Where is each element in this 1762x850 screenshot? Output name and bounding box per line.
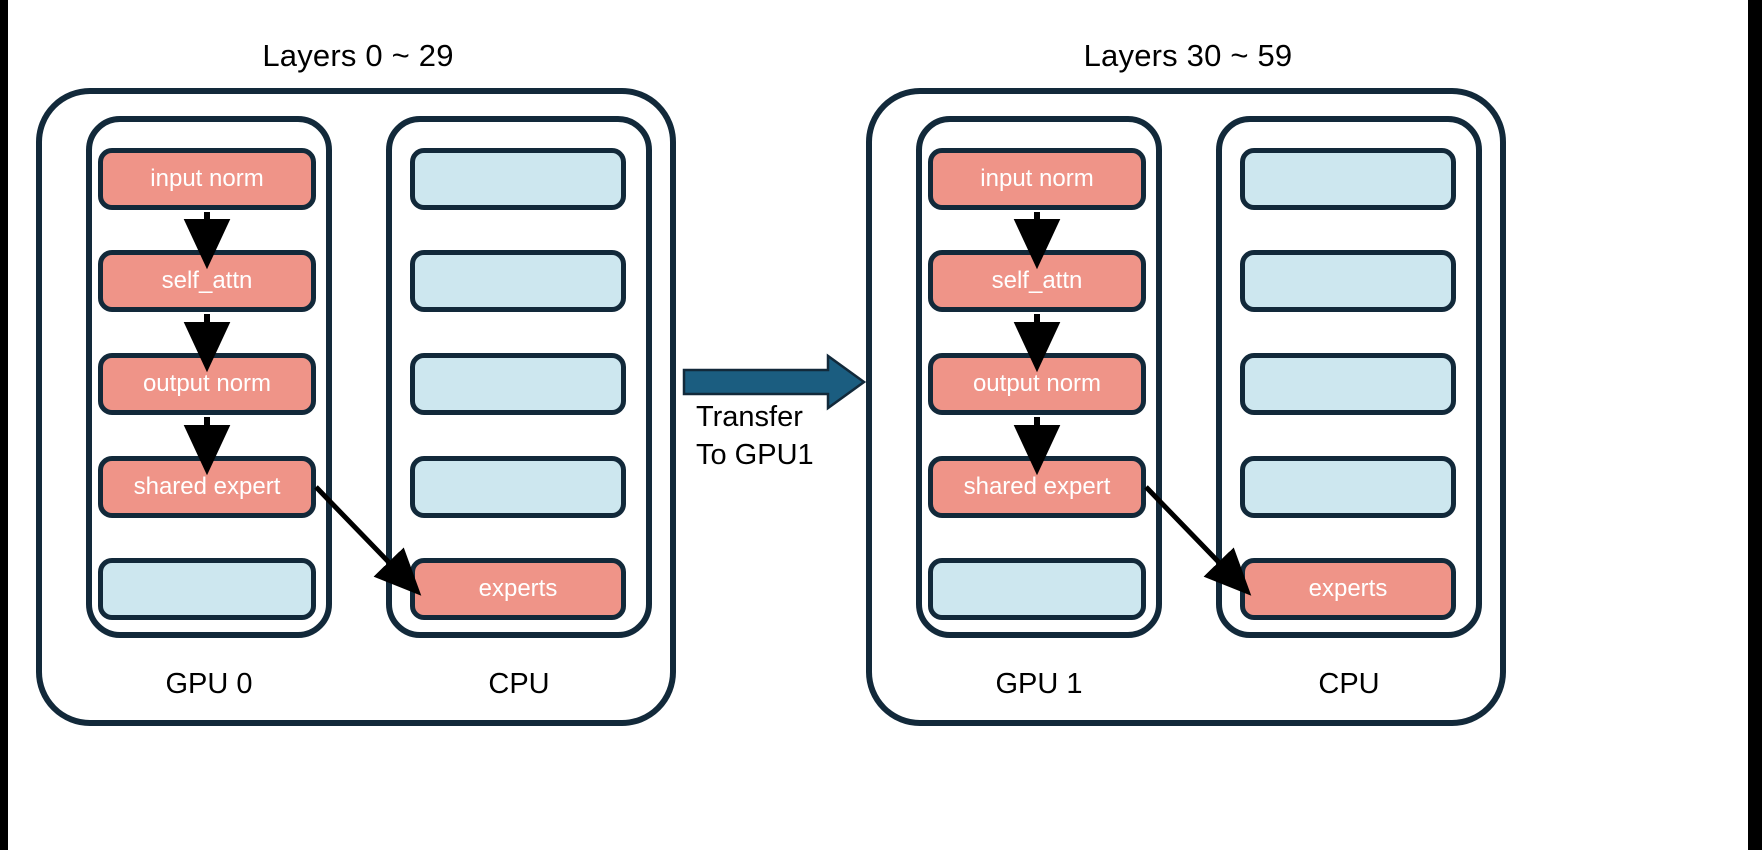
slot-cpu0-experts[interactable]: experts: [410, 558, 626, 620]
device-label-cpu0: CPU: [488, 668, 550, 700]
slot-cpu1-expert-0[interactable]: [1240, 148, 1456, 210]
slot-gpu0-input-norm[interactable]: input norm: [98, 148, 316, 210]
slot-cpu1-expert-3[interactable]: [1240, 456, 1456, 518]
slot-gpu1-empty[interactable]: [928, 558, 1146, 620]
group-title-1: Layers 30 ~ 59: [1083, 38, 1293, 73]
slot-gpu1-self-attn[interactable]: self_attn: [928, 250, 1146, 312]
slot-gpu0-empty[interactable]: [98, 558, 316, 620]
slot-cpu0-expert-1[interactable]: [410, 250, 626, 312]
diagram-surface: Layers 0 ~ 29 input norm self_attn outpu…: [8, 0, 1748, 850]
transfer-caption: Transfer To GPU1: [696, 401, 814, 471]
slot-cpu1-experts[interactable]: experts: [1240, 558, 1456, 620]
slot-cpu0-expert-2[interactable]: [410, 353, 626, 415]
slot-gpu0-shared-expert[interactable]: shared expert: [98, 456, 316, 518]
slot-cpu1-expert-2[interactable]: [1240, 353, 1456, 415]
slot-gpu1-output-norm[interactable]: output norm: [928, 353, 1146, 415]
group-title-0: Layers 0 ~ 29: [262, 38, 454, 73]
slot-gpu1-input-norm[interactable]: input norm: [928, 148, 1146, 210]
device-label-gpu0: GPU 0: [165, 668, 253, 700]
slot-cpu0-expert-0[interactable]: [410, 148, 626, 210]
slot-gpu0-output-norm[interactable]: output norm: [98, 353, 316, 415]
device-label-gpu1: GPU 1: [995, 668, 1083, 700]
slot-cpu1-expert-1[interactable]: [1240, 250, 1456, 312]
slot-gpu0-self-attn[interactable]: self_attn: [98, 250, 316, 312]
slot-cpu0-expert-3[interactable]: [410, 456, 626, 518]
slot-gpu1-shared-expert[interactable]: shared expert: [928, 456, 1146, 518]
device-label-cpu1: CPU: [1318, 668, 1380, 700]
